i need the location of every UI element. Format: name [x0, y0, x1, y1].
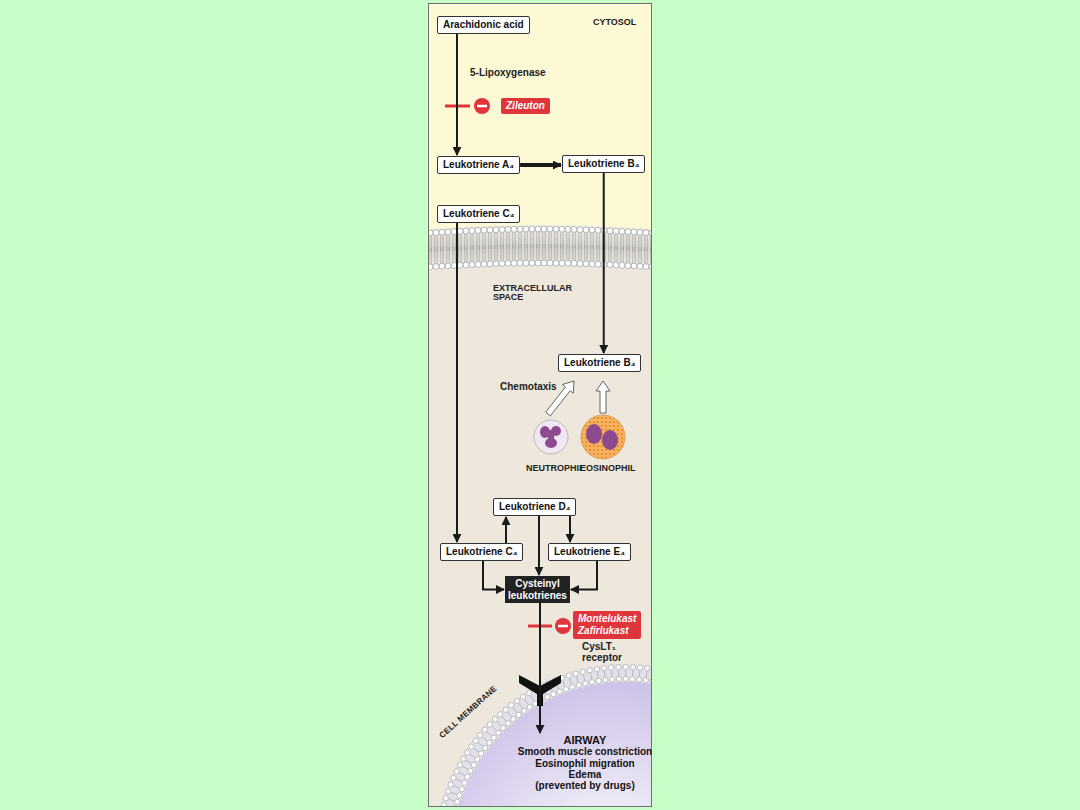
panel-border: [429, 4, 652, 807]
leukotriene-box: Leukotriene C₄: [437, 205, 520, 223]
node-text: Leukotriene E₄: [554, 546, 625, 558]
chemotaxis-arrow: [596, 381, 610, 413]
inhibition-symbol: [558, 625, 568, 628]
reaction-arrow: [483, 561, 504, 590]
leukotriene-box: Leukotriene D₄: [493, 498, 576, 516]
reaction-arrow: [539, 603, 541, 733]
membrane-band: [428, 225, 652, 271]
node-text: (prevented by drugs): [500, 780, 670, 791]
reaction-arrow: [538, 516, 540, 575]
reaction-arrow: [456, 223, 458, 542]
leukotriene-box: Leukotriene B₄: [558, 354, 641, 372]
reaction-arrow: [569, 516, 571, 542]
node-text: Leukotriene B₄: [568, 158, 639, 170]
reaction-arrow: [456, 34, 458, 155]
node-text: Leukotriene A₄: [443, 159, 514, 171]
inhibition-symbol: [474, 98, 490, 114]
neutrophil-cell: [534, 420, 568, 454]
node-text: Leukotriene B₄: [564, 357, 635, 369]
node-text: Leukotriene D₄: [499, 501, 570, 513]
lipid-bilayer: [428, 226, 652, 270]
leukotriene-box: Leukotriene E₄: [548, 543, 631, 561]
inhibition-symbol: [555, 618, 571, 634]
lipid-bilayer: [434, 664, 652, 807]
node-text: Zileuton: [506, 100, 545, 112]
node-text: Montelukast Zafirlukast: [578, 613, 636, 637]
drug-box: Montelukast Zafirlukast: [573, 611, 641, 639]
reaction-arrow: [505, 517, 507, 543]
label-text: CYTOSOL: [593, 17, 636, 27]
label-text: EXTRACELLULAR SPACE: [493, 284, 572, 303]
node-text: Eosinophil migration: [500, 758, 670, 769]
label-text: Chemotaxis: [500, 381, 557, 392]
node-text: Cysteinyl leukotrienes: [508, 578, 567, 601]
precursor-box: Arachidonic acid: [437, 16, 530, 34]
airway-effects: AIRWAYSmooth muscle constrictionEosinoph…: [500, 734, 670, 791]
inhibition-symbol: [477, 105, 487, 108]
drug-box: Zileuton: [501, 98, 550, 114]
node-text: Leukotriene C₄: [443, 208, 514, 220]
cytosol-ground: [428, 3, 652, 253]
reaction-arrow: [571, 561, 597, 590]
reaction-arrow: [603, 173, 605, 353]
panel: [428, 3, 652, 807]
leukotriene-box: Leukotriene A₄: [437, 156, 520, 174]
label-text: CysLT₁ receptor: [582, 642, 622, 663]
node-text: Edema: [500, 769, 670, 780]
node-text: Arachidonic acid: [443, 19, 524, 31]
node-text: AIRWAY: [500, 734, 670, 746]
leukotriene-box: Leukotriene C₄: [440, 543, 523, 561]
label-text: NEUTROPHIL: [526, 463, 585, 473]
cysteinyl-box: Cysteinyl leukotrienes: [505, 576, 570, 603]
reaction-arrow: [520, 163, 561, 167]
label-text: CELL MEMBRANE: [437, 684, 498, 740]
eosinophil-cell: [581, 415, 625, 459]
leukotriene-box: Leukotriene B₄: [562, 155, 645, 173]
node-text: Smooth muscle constriction: [500, 746, 670, 757]
label-text: EOSINOPHIL: [580, 463, 636, 473]
node-text: Leukotriene C₄: [446, 546, 517, 558]
cell-membrane-band: [434, 664, 652, 807]
label-text: 5-Lipoxygenase: [470, 67, 546, 78]
